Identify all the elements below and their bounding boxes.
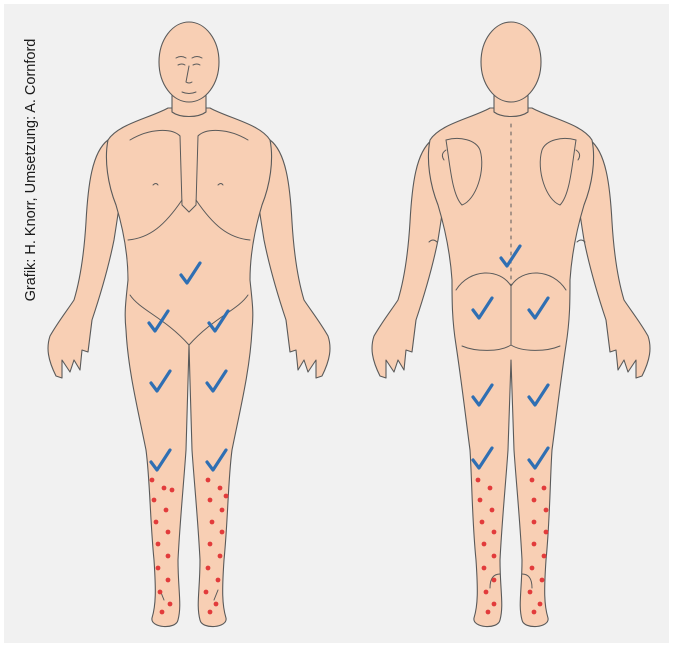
- red-dot-icon: [216, 578, 221, 583]
- red-dot-icon: [220, 530, 225, 535]
- image-credit: Grafik: H. Knorr, Umsetzung: A. Cornford: [23, 39, 39, 302]
- red-dot-icon: [540, 578, 545, 583]
- red-dot-icon: [532, 610, 537, 615]
- red-dot-icon: [208, 498, 213, 503]
- red-dot-icon: [158, 590, 163, 595]
- red-dot-icon: [544, 530, 549, 535]
- red-dot-icon: [492, 530, 497, 535]
- red-dot-icon: [156, 566, 161, 571]
- red-dot-icon: [532, 498, 537, 503]
- red-dot-icon: [528, 590, 533, 595]
- red-dot-icon: [542, 554, 547, 559]
- red-dot-icon: [482, 542, 487, 547]
- red-dot-icon: [162, 486, 167, 491]
- red-dot-icon: [486, 610, 491, 615]
- red-dot-icon: [164, 508, 169, 513]
- red-dot-icon: [208, 610, 213, 615]
- front-view: [48, 22, 330, 627]
- red-dot-icon: [168, 602, 173, 607]
- red-dot-icon: [170, 488, 175, 493]
- red-dot-icon: [210, 520, 215, 525]
- red-dot-icon: [530, 566, 535, 571]
- red-dot-icon: [214, 602, 219, 607]
- red-dot-icon: [160, 610, 165, 615]
- red-dot-icon: [206, 478, 211, 483]
- red-dot-icon: [218, 486, 223, 491]
- red-dot-icon: [224, 494, 229, 499]
- red-dot-icon: [166, 578, 171, 583]
- red-dot-icon: [484, 590, 489, 595]
- red-dot-icon: [208, 542, 213, 547]
- red-dot-icon: [482, 566, 487, 571]
- red-dot-icon: [492, 602, 497, 607]
- red-dot-icon: [166, 530, 171, 535]
- front-head: [159, 22, 219, 102]
- red-dot-icon: [166, 554, 171, 559]
- red-dot-icon: [544, 508, 549, 513]
- back-head: [481, 22, 541, 102]
- red-dot-icon: [542, 486, 547, 491]
- red-dot-icon: [478, 498, 483, 503]
- back-view: [372, 22, 650, 627]
- red-dot-icon: [150, 478, 155, 483]
- red-dot-icon: [488, 486, 493, 491]
- red-dot-icon: [530, 478, 535, 483]
- red-dot-icon: [204, 590, 209, 595]
- red-dot-icon: [152, 498, 157, 503]
- red-dot-icon: [476, 478, 481, 483]
- front-torso-legs: [106, 108, 271, 627]
- red-dot-icon: [218, 554, 223, 559]
- red-dot-icon: [220, 508, 225, 513]
- red-dot-icon: [156, 542, 161, 547]
- red-dot-icon: [490, 508, 495, 513]
- red-dot-icon: [154, 520, 159, 525]
- red-dot-icon: [532, 542, 537, 547]
- red-dot-icon: [492, 578, 497, 583]
- red-dot-icon: [492, 554, 497, 559]
- red-dot-icon: [206, 566, 211, 571]
- red-dot-icon: [538, 602, 543, 607]
- red-dot-icon: [532, 520, 537, 525]
- red-dot-icon: [480, 520, 485, 525]
